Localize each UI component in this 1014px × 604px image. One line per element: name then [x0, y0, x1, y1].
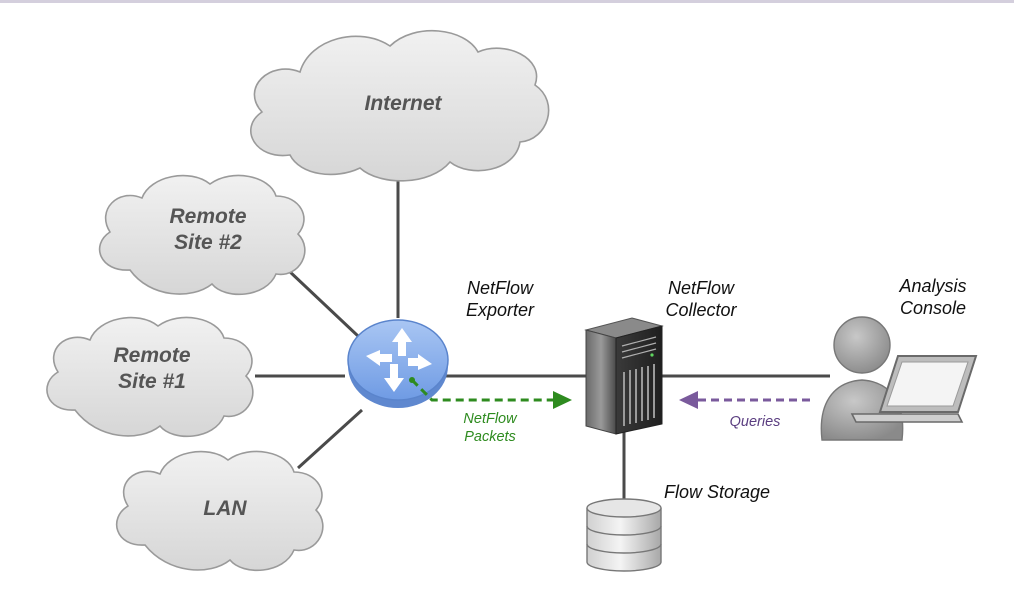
netflow-packets-label: NetFlow Packets [445, 411, 535, 446]
link-remote-site-2 [286, 268, 360, 338]
console-line-1: Analysis [899, 276, 967, 296]
packets-line-2: Packets [464, 428, 516, 445]
link-lines [255, 178, 830, 500]
cloud-lan [115, 450, 324, 572]
netflow-packets-arrow [409, 377, 572, 409]
remote-site-1-line-1: Remote [113, 344, 191, 367]
server-icon [584, 317, 664, 435]
collector-line-2: Collector [665, 299, 737, 320]
flow-storage-text: Flow Storage [664, 482, 771, 502]
cloud-remote-site-1-label: Remote Site #1 [92, 343, 212, 394]
cloud-lan-label: LAN [180, 496, 270, 522]
exporter-line-2: Exporter [465, 299, 535, 320]
user-icon [820, 316, 904, 441]
queries-label: Queries [715, 414, 795, 432]
queries-text: Queries [729, 414, 781, 430]
netflow-collector-label: NetFlow Collector [646, 278, 756, 322]
cloud-internet [250, 29, 550, 182]
collector-line-1: NetFlow [667, 278, 734, 298]
link-lan [296, 408, 364, 470]
remote-site-2-line-1: Remote [169, 205, 247, 228]
queries-arrow [679, 391, 810, 409]
cloud-internet-text: Internet [364, 92, 442, 115]
console-line-2: Console [899, 297, 967, 318]
database-icon [586, 498, 662, 572]
cloud-remote-site-1 [46, 316, 254, 438]
router-icon [347, 319, 449, 408]
remote-site-2-line-2: Site #2 [174, 230, 242, 254]
laptop-icon [850, 355, 978, 423]
cloud-lan-text: LAN [203, 497, 247, 520]
top-divider [0, 0, 1014, 3]
flow-storage-label: Flow Storage [664, 482, 794, 504]
remote-site-1-line-2: Site #1 [118, 369, 186, 393]
packets-line-1: NetFlow [463, 411, 517, 427]
cloud-remote-site-2 [98, 174, 306, 296]
netflow-exporter-label: NetFlow Exporter [445, 278, 555, 322]
cloud-internet-label: Internet [348, 91, 458, 117]
exporter-line-1: NetFlow [466, 278, 533, 298]
cloud-remote-site-2-label: Remote Site #2 [148, 204, 268, 255]
analysis-console-label: Analysis Console [878, 276, 988, 320]
